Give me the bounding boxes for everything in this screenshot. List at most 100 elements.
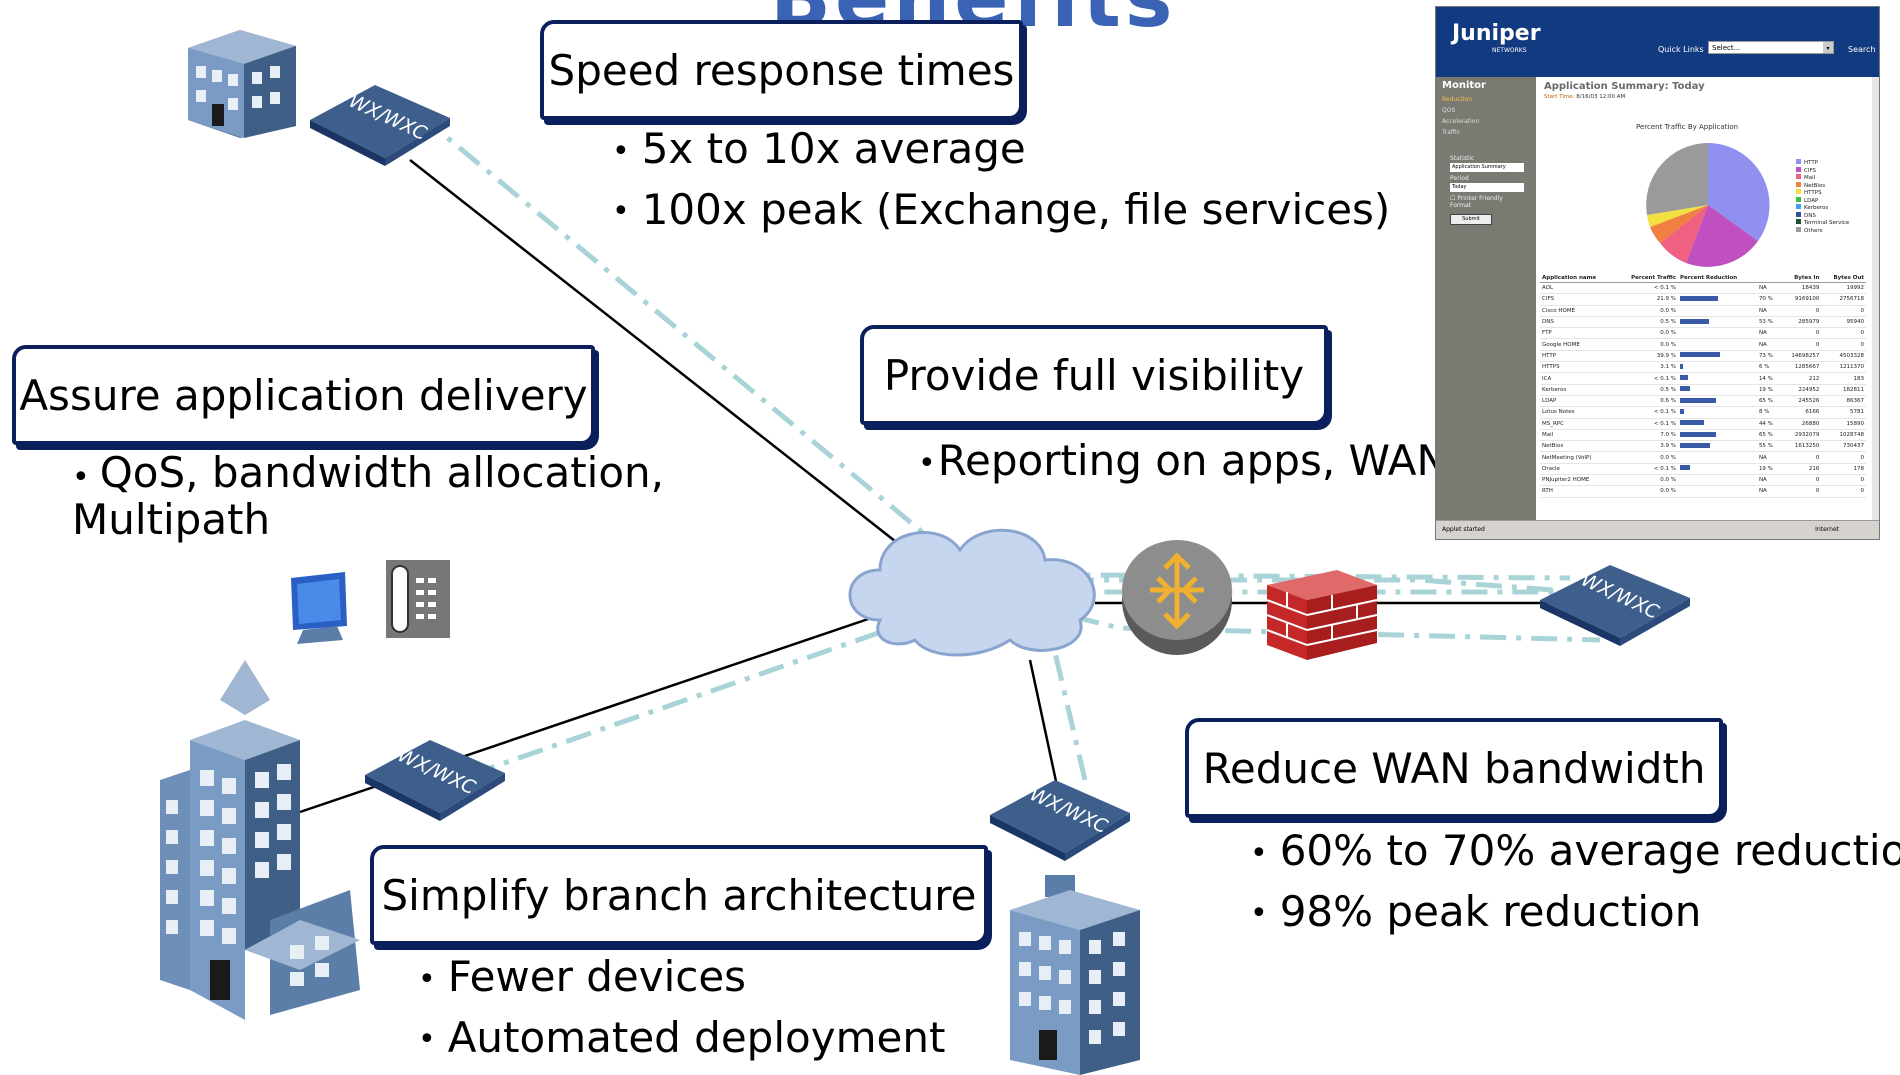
- table-cell: 0.0 %: [1614, 474, 1678, 487]
- wx-appliance-icon: WX/WXC: [990, 780, 1130, 861]
- reduce-bullets: •60% to 70% average reduction •98% peak …: [1250, 822, 1900, 943]
- table-cell: 73 %: [1756, 350, 1781, 363]
- table-cell: HTTP: [1540, 350, 1615, 363]
- table-cell: 0: [1780, 338, 1822, 351]
- ip-phone-icon: [386, 560, 450, 638]
- reduction-bar: [1679, 442, 1711, 448]
- reduction-bar: [1679, 465, 1691, 471]
- table-cell: 15890: [1821, 418, 1866, 430]
- table-cell: [1677, 293, 1757, 306]
- col-header[interactable]: Bytes In: [1780, 273, 1822, 283]
- bullet-item: •60% to 70% average reduction: [1250, 826, 1900, 875]
- pie-slice-http: [1708, 143, 1770, 241]
- wan-tunnel-hq: [418, 113, 1621, 598]
- simplify-bullets: •Fewer devices •Automated deployment: [418, 948, 945, 1069]
- table-cell: 9169100: [1780, 293, 1822, 306]
- sidebar-item-traffic[interactable]: Traffic: [1442, 129, 1461, 136]
- table-cell: 245526: [1780, 395, 1822, 408]
- table-cell: NA: [1756, 485, 1781, 498]
- printer-friendly-checkbox[interactable]: ☐ Printer Friendly Format: [1450, 195, 1503, 209]
- table-cell: [1677, 485, 1757, 498]
- wx-appliance-icon: WX/WXC: [365, 740, 505, 821]
- sidebar-heading: Monitor: [1442, 80, 1486, 91]
- juniper-logo-sub: NETWORKS: [1492, 47, 1527, 54]
- wx-appliance-icon: WX/WXC: [310, 85, 450, 166]
- table-cell: PNJupiter2 HOME: [1540, 474, 1615, 487]
- pie-slice-mail: [1660, 205, 1708, 263]
- reduction-bar: [1679, 431, 1716, 437]
- table-cell: 1211370: [1821, 361, 1866, 374]
- table-cell: 0.5 %: [1614, 316, 1678, 329]
- table-cell: 730437: [1821, 440, 1866, 453]
- table-cell: [1677, 282, 1757, 295]
- scrollbar[interactable]: [1872, 77, 1879, 521]
- bullet-item: •Fewer devices: [418, 952, 747, 1001]
- search-link[interactable]: Search: [1848, 45, 1876, 54]
- col-header[interactable]: Percent Reduction: [1677, 273, 1757, 283]
- quick-links-label: Quick Links: [1658, 45, 1704, 54]
- screenshot-main: Application Summary: Today Start Time: 8…: [1536, 77, 1872, 521]
- table-cell: [1677, 451, 1757, 464]
- statistic-select[interactable]: Application Summary: [1450, 163, 1524, 172]
- sidebar-item-reduction[interactable]: Reduction: [1442, 96, 1472, 103]
- sidebar-item-qos[interactable]: QOS: [1442, 107, 1456, 114]
- col-header[interactable]: Percent Traffic: [1614, 273, 1678, 283]
- col-header[interactable]: Bytes Out: [1821, 273, 1866, 283]
- table-cell: 18439: [1780, 282, 1822, 295]
- table-cell: 0: [1821, 305, 1866, 317]
- table-cell: [1677, 361, 1757, 374]
- period-select[interactable]: Today: [1450, 183, 1524, 192]
- table-cell: 0: [1821, 451, 1866, 464]
- bullet-item: •Automated deployment: [418, 1012, 946, 1062]
- router-icon: [1122, 540, 1232, 655]
- table-cell: Oracle: [1540, 463, 1615, 476]
- wx-appliance-icon: WX/WXC: [1540, 565, 1690, 646]
- quick-links-select[interactable]: Select...▾: [1708, 41, 1834, 54]
- app-summary-screenshot: Juniper NETWORKS Quick Links Select...▾ …: [1435, 6, 1880, 540]
- col-header[interactable]: Application name: [1540, 273, 1615, 283]
- bullet-item: •Reporting on apps, WAN: [918, 436, 1448, 485]
- table-cell: Lotus Notes: [1540, 406, 1615, 419]
- table-cell: 5781: [1821, 406, 1866, 419]
- table-cell: 26880: [1780, 418, 1822, 430]
- table-cell: 65 %: [1756, 429, 1781, 442]
- callout-assure-title: Assure application delivery: [12, 345, 595, 445]
- table-cell: 95940: [1821, 316, 1866, 329]
- office-building-icon: [188, 30, 296, 138]
- table-cell: [1677, 395, 1757, 408]
- reduction-bar: [1679, 363, 1684, 369]
- table-cell: 0: [1780, 474, 1822, 487]
- table-cell: 19 %: [1756, 463, 1781, 476]
- page-title: Application Summary: Today: [1544, 81, 1705, 92]
- visibility-bullets: •Reporting on apps, WAN: [918, 432, 1448, 493]
- table-cell: < 0.1 %: [1614, 282, 1678, 295]
- period-label: Period: [1450, 175, 1469, 182]
- legend-item: NetBios: [1796, 181, 1849, 190]
- reduction-bar: [1679, 375, 1688, 381]
- legend-item: DNS: [1796, 211, 1849, 220]
- sidebar-item-acceleration[interactable]: Acceleration: [1442, 118, 1480, 125]
- table-cell: 0: [1780, 485, 1822, 498]
- table-cell: NetMeeting (VoIP): [1540, 451, 1615, 464]
- table-cell: 7.0 %: [1614, 429, 1678, 442]
- table-cell: 8 %: [1756, 406, 1781, 419]
- submit-button[interactable]: Submit: [1450, 214, 1492, 225]
- table-cell: FTP: [1540, 327, 1615, 340]
- table-cell: 178: [1821, 463, 1866, 476]
- statistic-label: Statistic: [1450, 155, 1475, 162]
- status-bar: Applet started Internet: [1436, 520, 1879, 539]
- table-cell: 0.0 %: [1614, 327, 1678, 340]
- table-cell: [1677, 350, 1757, 363]
- assure-bullets: •QoS, bandwidth allocation, Multipath: [72, 448, 665, 544]
- bullet-item: QoS, bandwidth allocation, Multipath: [72, 448, 665, 544]
